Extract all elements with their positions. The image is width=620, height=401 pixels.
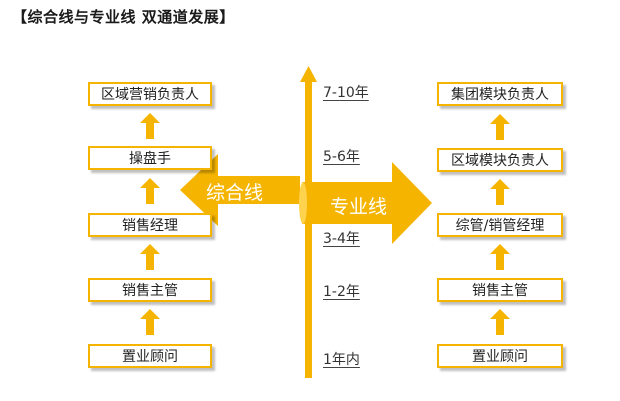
timeline-tick: 5-6年 xyxy=(323,149,360,165)
arrow-joint xyxy=(299,182,307,224)
left-box-operator: 操盘手 xyxy=(88,146,212,170)
timeline-arrowhead xyxy=(300,66,317,82)
right-track-arrow xyxy=(302,162,432,244)
up-arrow-icon xyxy=(490,309,510,335)
right-box-regional-module-head: 区域模块负责人 xyxy=(437,148,563,172)
timeline-tick: 7-10年 xyxy=(323,85,369,101)
right-track-label: 专业线 xyxy=(330,196,388,218)
left-track-arrow xyxy=(180,154,300,226)
timeline-tick: 1-2年 xyxy=(323,284,360,300)
up-arrow-icon xyxy=(140,309,160,335)
left-box-sales-manager: 销售经理 xyxy=(88,213,212,237)
right-box-property-consultant: 置业顾问 xyxy=(437,344,563,368)
page-title: 【综合线与专业线 双通道发展】 xyxy=(12,8,235,26)
left-box-regional-marketing-head: 区域营销负责人 xyxy=(88,82,212,106)
timeline-axis xyxy=(305,80,312,378)
up-arrow-icon xyxy=(140,178,160,204)
up-arrow-icon xyxy=(140,244,160,270)
timeline-tick: 3-4年 xyxy=(323,231,360,247)
timeline-tick: 1年内 xyxy=(323,352,360,368)
left-box-sales-supervisor: 销售主管 xyxy=(88,278,212,302)
up-arrow-icon xyxy=(490,114,510,140)
left-box-property-consultant: 置业顾问 xyxy=(88,344,212,368)
up-arrow-icon xyxy=(140,113,160,139)
right-box-group-module-head: 集团模块负责人 xyxy=(437,82,563,106)
right-box-sales-supervisor: 销售主管 xyxy=(437,278,563,302)
left-track-label: 综合线 xyxy=(206,182,264,204)
up-arrow-icon xyxy=(490,244,510,270)
up-arrow-icon xyxy=(490,179,510,205)
right-box-admin-sales-manager: 综管/销管经理 xyxy=(437,213,563,237)
